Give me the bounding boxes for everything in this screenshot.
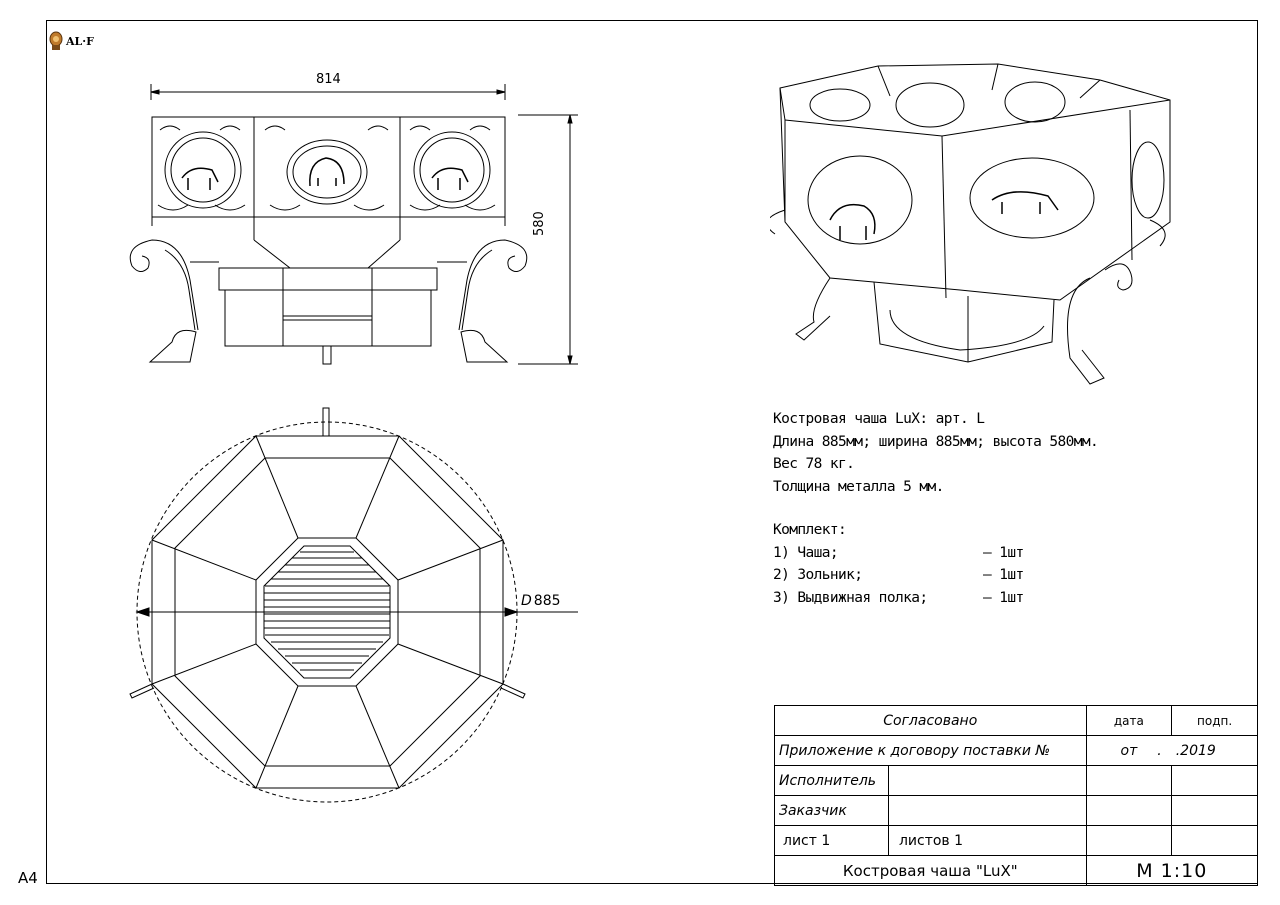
kit-item-qty: – 1шт [983, 544, 1024, 561]
kit-heading: Комплект: [773, 522, 847, 538]
spec-title: Костровая чаша LuX: арт. L [773, 411, 985, 427]
diameter-dimension-line [135, 607, 578, 617]
kit-item: 1) Чаша; – 1шт [773, 542, 1024, 565]
specifications: Костровая чаша LuX: арт. L Длина 885мм; … [773, 408, 1099, 498]
kit-item-qty: – 1шт [983, 567, 1024, 583]
lion-emblem-icon [49, 31, 63, 50]
kit-item-qty: – 1шт [983, 589, 1024, 606]
date-label: дата [1085, 705, 1173, 736]
sheet-format: A4 [18, 869, 38, 887]
from-label: от [1120, 742, 1138, 759]
height-dimension-label: 580 [532, 211, 547, 236]
executor-date-field[interactable] [1085, 765, 1173, 796]
spec-thickness: Толщина металла 5 мм. [773, 478, 944, 495]
base-front [218, 267, 438, 365]
executor-label: Исполнитель [774, 765, 889, 796]
logo: AL·F [49, 31, 94, 51]
width-dimension-line [150, 84, 506, 100]
customer-field[interactable] [887, 795, 1087, 826]
legs-iso [770, 209, 1166, 385]
spec-size: Длина 885мм; ширина 885мм; высота 580мм. [773, 433, 1099, 450]
sheet-date-field [1085, 825, 1173, 856]
kit-item-name: 2) Зольник; [773, 567, 863, 583]
height-dimension-line [518, 114, 578, 365]
top-view-drawing [129, 407, 578, 803]
sheet-sign-field [1171, 825, 1258, 856]
scale-label: М 1:10 [1085, 855, 1259, 886]
agreed-label: Согласовано [774, 705, 1087, 736]
customer-label: Заказчик [774, 795, 889, 826]
kit-item: 2) Зольник; – 1шт [773, 564, 1024, 587]
diameter-symbol: D [521, 593, 532, 609]
base-iso [873, 281, 1055, 363]
front-view-drawing [129, 84, 578, 365]
year-value: .2019 [1175, 742, 1216, 759]
grate [263, 545, 391, 679]
legs-front [129, 239, 528, 363]
sheets-label: листов 1 [887, 825, 1087, 856]
appendix-date: от. .2019 [1085, 735, 1259, 766]
sheet-label: лист 1 [774, 825, 889, 856]
kit-list: Комплект: 1) Чаша; – 1шт 2) Зольник; – 1… [773, 519, 1024, 609]
octagon-outer [151, 435, 504, 789]
product-name: Костровая чаша "LuX" [774, 855, 1087, 886]
appendix-label: Приложение к договору поставки № [774, 735, 1087, 766]
diameter-value: 885 [533, 593, 561, 609]
logo-text: AL·F [66, 34, 94, 48]
customer-date-field[interactable] [1085, 795, 1173, 826]
customer-sign-field[interactable] [1171, 795, 1258, 826]
executor-sign-field[interactable] [1171, 765, 1258, 796]
bowl-iso [779, 63, 1171, 301]
kit-item: 3) Выдвижная полка; – 1шт [773, 587, 1024, 610]
isometric-view-drawing [770, 63, 1171, 385]
width-dimension-label: 814 [316, 72, 341, 87]
executor-field[interactable] [887, 765, 1087, 796]
bowl-front [151, 116, 506, 269]
sign-label: подп. [1171, 705, 1258, 736]
handles-top [129, 407, 526, 699]
title-block: Согласовано дата подп. Приложение к дого… [774, 705, 1259, 886]
kit-item-name: 3) Выдвижная полка; [773, 589, 928, 606]
kit-item-name: 1) Чаша; [773, 544, 839, 561]
date-dot: . [1157, 742, 1162, 759]
drawing-frame [46, 20, 1258, 884]
spec-weight: Вес 78 кг. [773, 456, 855, 472]
